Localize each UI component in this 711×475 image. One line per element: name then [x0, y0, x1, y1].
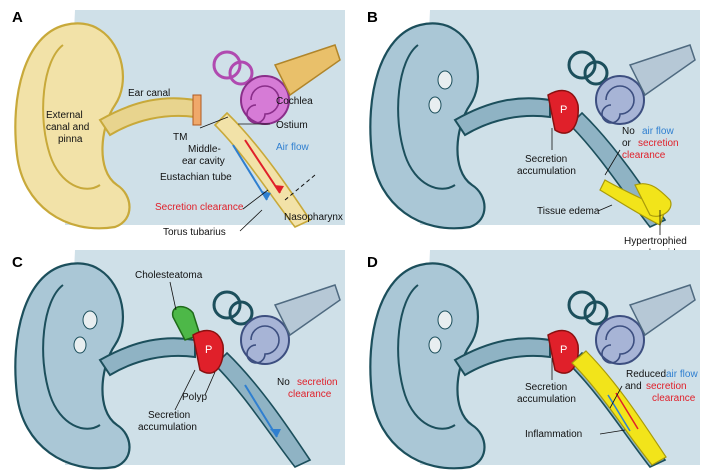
- label-external-2: canal and: [46, 122, 89, 133]
- label-secretion-accum-c-2: accumulation: [138, 422, 197, 433]
- label-secretion-c: secretion: [297, 377, 338, 388]
- label-secretion-clearance-a: Secretion clearance: [155, 202, 244, 213]
- panel-d-letter: D: [367, 254, 378, 271]
- label-eustachian-tube: Eustachian tube: [160, 172, 232, 183]
- label-secretion-accum-b-2: accumulation: [517, 166, 576, 177]
- label-ostium: Ostium: [276, 120, 308, 131]
- label-secretion-accum-d-2: accumulation: [517, 394, 576, 405]
- label-tissue-edema: Tissue edema: [537, 206, 600, 217]
- panel-a-letter: A: [12, 9, 23, 26]
- label-ear-canal: Ear canal: [128, 88, 170, 99]
- panel-b: P: [368, 8, 702, 230]
- panel-d: P: [368, 248, 702, 470]
- label-no-b: No: [622, 126, 635, 137]
- label-and: and: [625, 381, 642, 392]
- label-cholesteatoma: Cholesteatoma: [135, 270, 203, 281]
- label-inflammation: Inflammation: [525, 429, 582, 440]
- label-external-3: pinna: [58, 134, 83, 145]
- label-no-c: No: [277, 377, 290, 388]
- label-secretion-b: secretion: [638, 138, 679, 149]
- label-polyp: Polyp: [182, 392, 207, 403]
- label-cochlea: Cochlea: [276, 96, 313, 107]
- label-middle-ear-1: Middle-: [188, 144, 221, 155]
- label-secretion-accum-c-1: Secretion: [148, 410, 190, 421]
- label-reduced: Reduced: [626, 369, 666, 380]
- label-nasopharynx: Nasopharynx: [284, 212, 343, 223]
- label-clearance-b: clearance: [622, 150, 666, 161]
- label-air-flow-a: Air flow: [276, 142, 310, 153]
- label-middle-ear-2: ear cavity: [182, 156, 225, 167]
- label-adenoid-1: Hypertrophied: [624, 236, 687, 247]
- label-torus-tubarius: Torus tubarius: [163, 227, 226, 238]
- label-clearance-c: clearance: [288, 389, 332, 400]
- panel-c: P: [13, 248, 347, 470]
- p-mark-b: P: [560, 104, 567, 116]
- panel-a: [14, 10, 345, 230]
- label-clearance-d: clearance: [652, 393, 696, 404]
- label-secretion-accum-d-1: Secretion: [525, 382, 567, 393]
- label-or-b: or: [622, 138, 632, 149]
- p-mark-c: P: [205, 344, 212, 356]
- p-mark-d: P: [560, 344, 567, 356]
- label-secretion-accum-b-1: Secretion: [525, 154, 567, 165]
- label-external-1: External: [46, 110, 83, 121]
- panel-b-letter: B: [367, 9, 378, 26]
- label-secretion-d: secretion: [646, 381, 687, 392]
- label-tm: TM: [173, 132, 187, 143]
- label-air-flow-d: air flow: [666, 369, 698, 380]
- panel-c-letter: C: [12, 254, 23, 271]
- label-air-flow-b: air flow: [642, 126, 674, 137]
